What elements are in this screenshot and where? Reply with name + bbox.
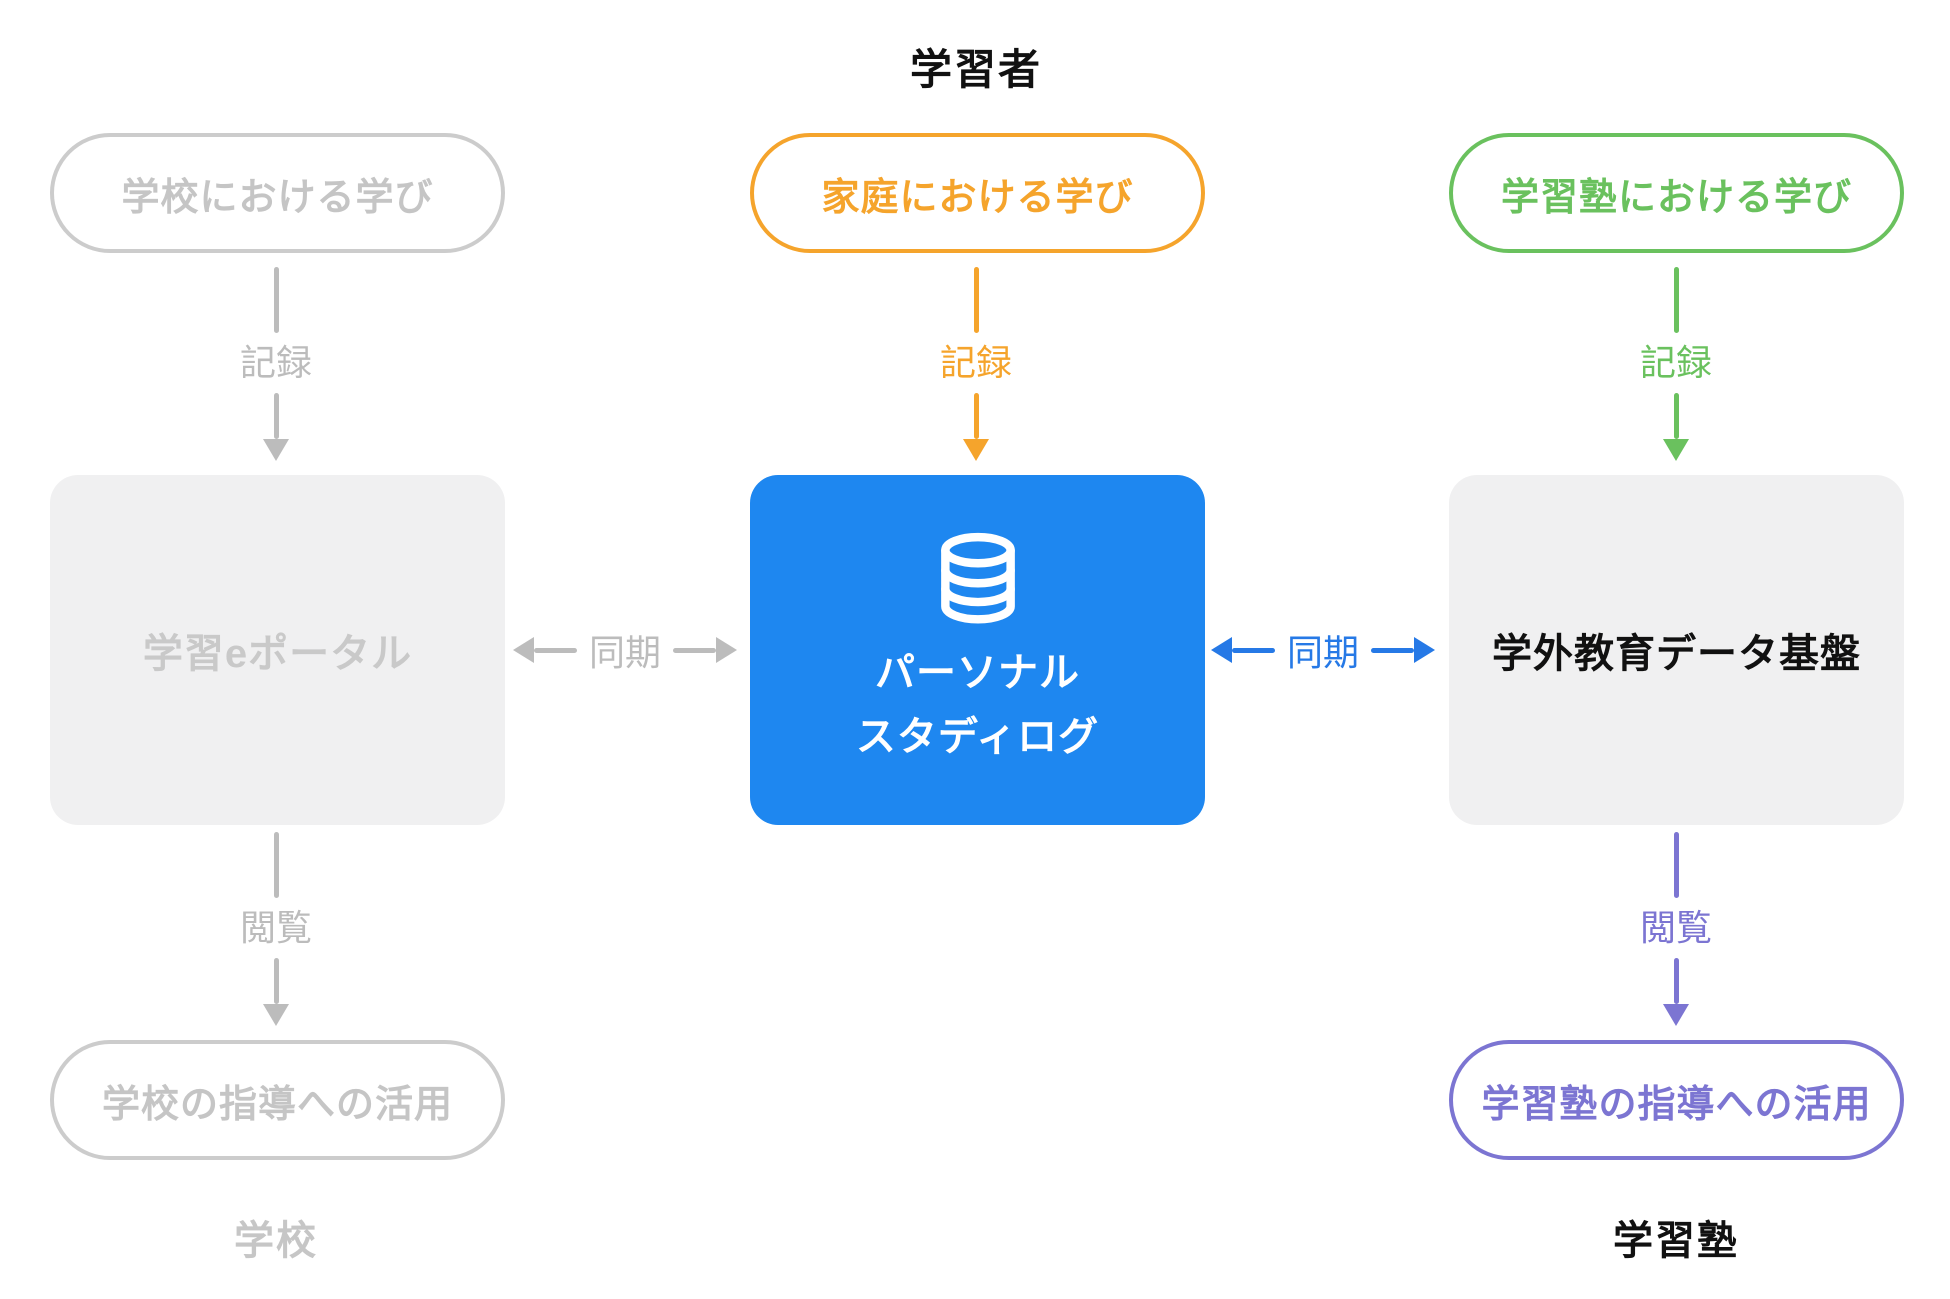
node-learning-e-portal-label: 学習eポータル xyxy=(142,632,413,676)
arrow-line xyxy=(273,832,279,898)
arrow-right-icon xyxy=(1414,637,1436,663)
arrow-line xyxy=(273,393,279,439)
arrow-line xyxy=(1673,832,1679,898)
arrow-line xyxy=(1673,958,1679,1004)
node-learning-e-portal: 学習eポータル xyxy=(50,475,505,825)
arrow-line xyxy=(973,267,979,333)
edge-home-record-label: 記録 xyxy=(939,342,1012,383)
node-home-learning-label: 家庭における学び xyxy=(821,176,1134,219)
arrow-line xyxy=(1371,647,1415,653)
arrow-line xyxy=(1673,393,1679,439)
arrow-left-icon xyxy=(1211,637,1232,663)
arrow-line xyxy=(973,393,979,439)
edge-school-view-label: 閲覧 xyxy=(239,907,312,948)
node-school-guidance-use: 学校の指導への活用 xyxy=(50,1040,505,1160)
edge-juku-sync-label: 同期 xyxy=(1287,632,1360,673)
arrow-down-icon xyxy=(263,1004,289,1026)
edge-school-record-arrow: 記録 xyxy=(216,267,336,461)
learner-heading: 学習者 xyxy=(909,46,1042,93)
edge-school-view-arrow: 閲覧 xyxy=(216,832,336,1026)
node-school-learning: 学校における学び xyxy=(50,133,505,253)
node-external-education-data-platform: 学外教育データ基盤 xyxy=(1449,475,1904,825)
node-school-learning-label: 学校における学び xyxy=(121,176,434,219)
edge-juku-view-arrow: 閲覧 xyxy=(1616,832,1736,1026)
node-home-learning: 家庭における学び xyxy=(750,133,1205,253)
node-external-education-data-platform-label: 学外教育データ基盤 xyxy=(1492,632,1861,676)
arrow-line xyxy=(1232,647,1275,653)
edge-juku-view-label: 閲覧 xyxy=(1639,907,1712,948)
arrow-down-icon xyxy=(1663,439,1689,461)
node-juku-learning-label: 学習塾における学び xyxy=(1500,176,1852,219)
arrow-down-icon xyxy=(1663,1004,1689,1026)
edge-juku-sync-arrow: 同期 xyxy=(1211,631,1436,673)
node-personal-study-log-line1: パーソナル xyxy=(875,651,1080,695)
edge-home-record-arrow: 記録 xyxy=(916,267,1036,461)
node-personal-study-log: パーソナル スタディログ xyxy=(750,475,1205,825)
arrow-down-icon xyxy=(963,439,989,461)
edge-school-record-label: 記録 xyxy=(239,342,312,383)
edge-school-sync-arrow: 同期 xyxy=(513,631,738,673)
arrow-line xyxy=(534,647,577,653)
edge-juku-record-arrow: 記録 xyxy=(1616,267,1736,461)
school-footer-label: 学校 xyxy=(234,1219,318,1263)
juku-footer-label: 学習塾 xyxy=(1613,1219,1739,1263)
arrow-right-icon xyxy=(716,637,738,663)
arrow-down-icon xyxy=(263,439,289,461)
node-juku-guidance-use-label: 学習塾の指導への活用 xyxy=(1481,1083,1872,1126)
node-school-guidance-use-label: 学校の指導への活用 xyxy=(101,1083,453,1126)
edge-school-sync-label: 同期 xyxy=(589,632,662,673)
arrow-line xyxy=(1673,267,1679,333)
node-personal-study-log-line2: スタディログ xyxy=(855,715,1100,759)
arrow-left-icon xyxy=(513,637,534,663)
node-juku-guidance-use: 学習塾の指導への活用 xyxy=(1449,1040,1904,1160)
arrow-line xyxy=(273,958,279,1004)
node-juku-learning: 学習塾における学び xyxy=(1449,133,1904,253)
database-icon xyxy=(940,532,1015,624)
edge-juku-record-label: 記録 xyxy=(1639,342,1712,383)
arrow-line xyxy=(673,647,717,653)
arrow-line xyxy=(273,267,279,333)
